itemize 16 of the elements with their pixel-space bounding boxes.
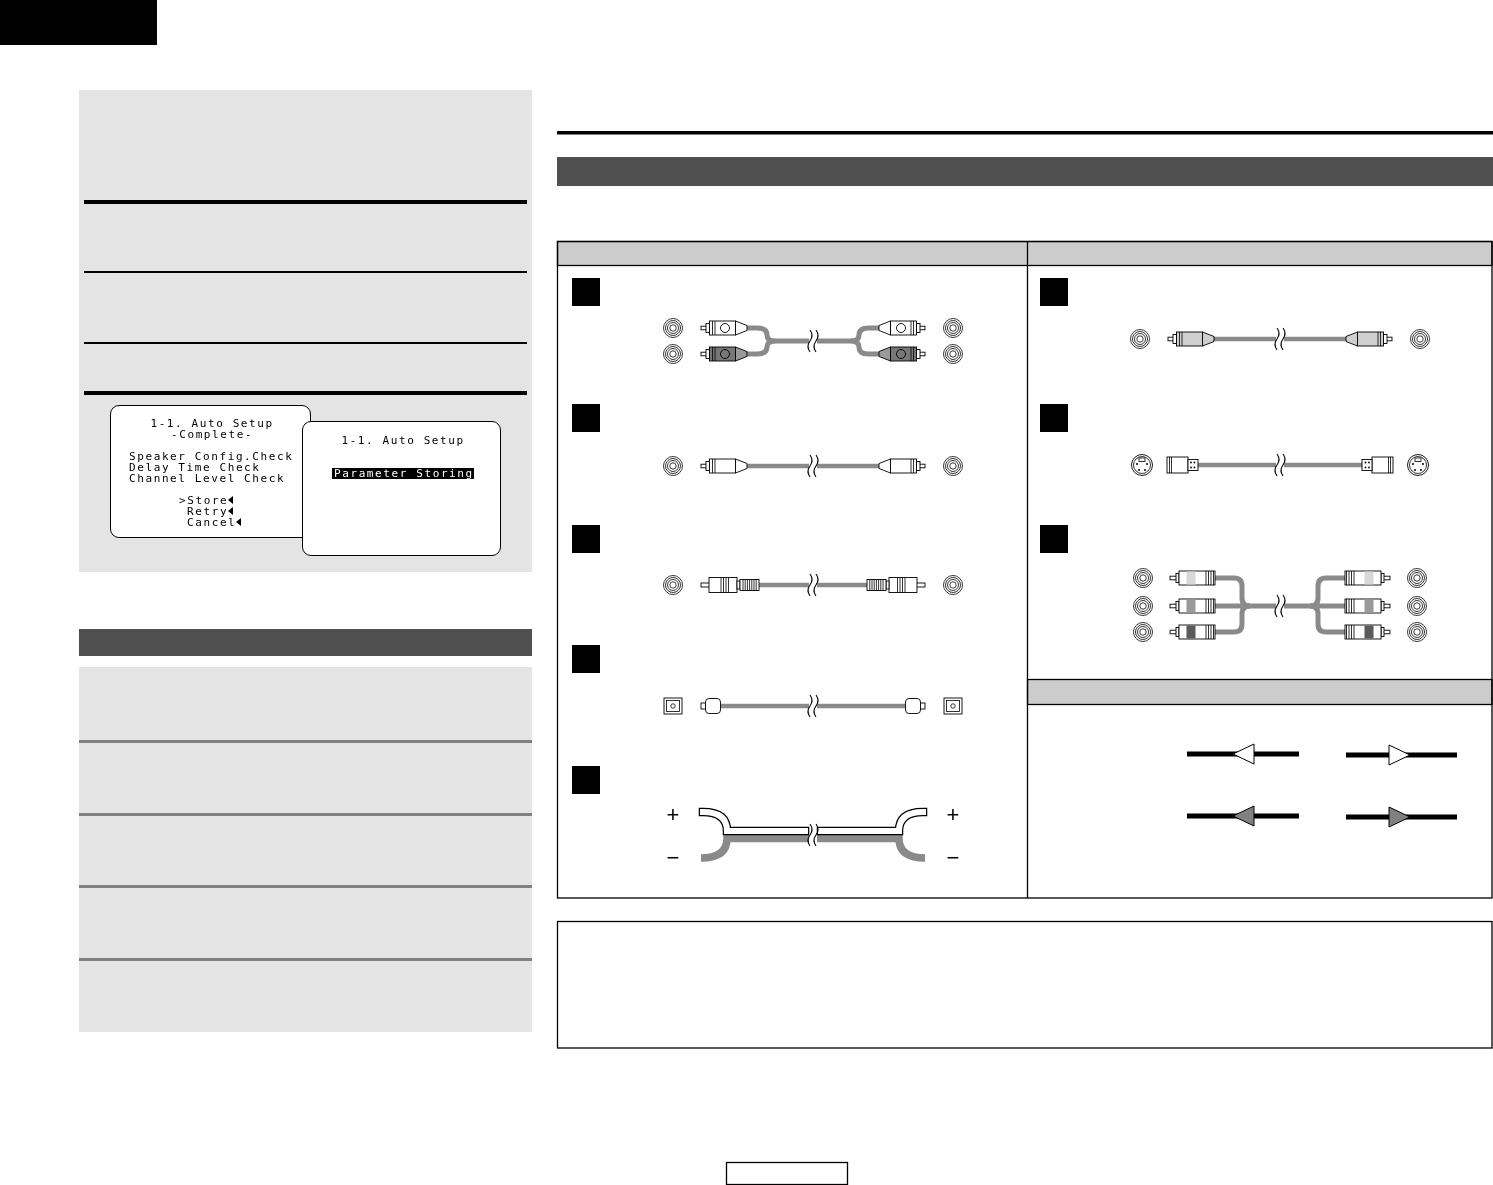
screen-title: 1-1. Auto Setup	[150, 417, 274, 429]
osd-screen	[302, 421, 501, 556]
menu-option: Cancel	[187, 516, 237, 528]
polarity-sign: +	[666, 804, 680, 826]
osd-screen	[110, 405, 311, 538]
screen-title: 1-1. Auto Setup	[341, 434, 465, 446]
polarity-sign: +	[946, 804, 960, 826]
status-text: Parameter Storing	[332, 467, 474, 479]
screen-subtitle: -Complete-	[170, 428, 254, 440]
polarity-sign: −	[666, 847, 680, 869]
polarity-sign: −	[946, 847, 960, 869]
check-item: Delay Time Check	[129, 461, 261, 473]
menu-option: >Store	[179, 494, 229, 506]
menu-option: Retry	[187, 505, 229, 517]
check-item: Channel Level Check	[129, 472, 286, 484]
check-item: Speaker Config.Check	[129, 450, 294, 462]
